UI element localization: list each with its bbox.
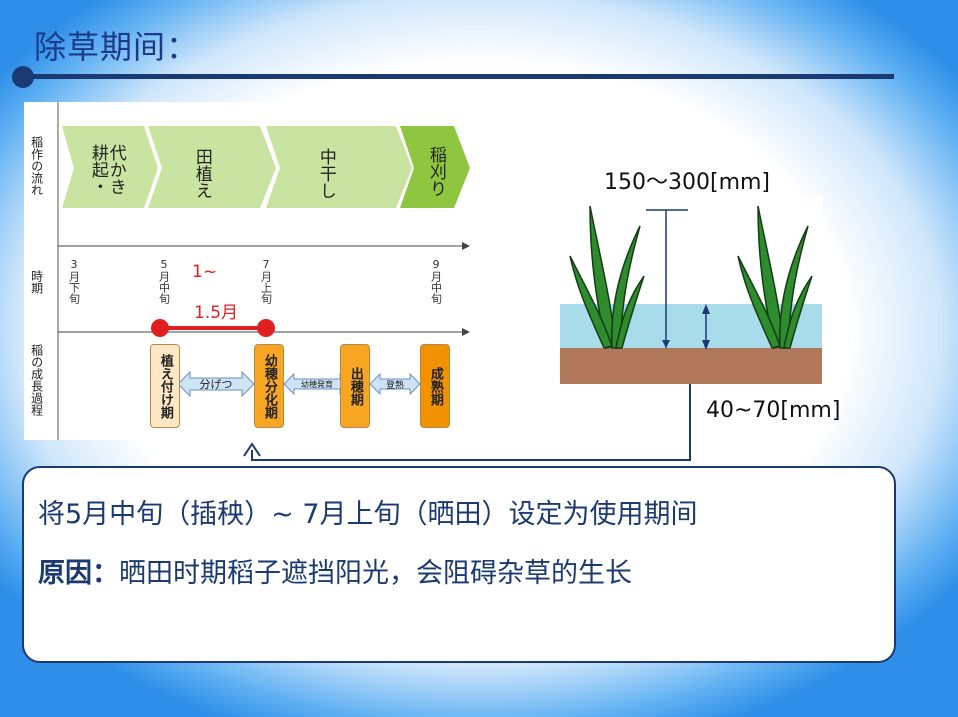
transition-label-1: 分げつ <box>199 378 233 391</box>
row-header-growth: 稲の成長過程 <box>29 344 44 416</box>
connector-arrow <box>243 384 691 461</box>
plant-height-label: 150～300[mm] <box>604 170 771 195</box>
flow-arrow-1 <box>62 126 158 208</box>
reason-label: 原因： <box>38 558 119 589</box>
period-label-bottom: 1.5月 <box>194 303 239 323</box>
growth-axis-arrowhead <box>462 328 470 336</box>
growth-stage-2: 幼穂分化期 <box>254 344 284 428</box>
flow-stage-4: 稲刈り <box>425 146 446 197</box>
flow-stage-1: 代かき耕起・ <box>87 144 126 195</box>
title-bullet-dot <box>12 66 34 88</box>
reason-text: 原因：晒田时期稻子遮挡阳光，会阻碍杂草的生长 <box>38 551 632 590</box>
growth-stage-4: 成熟期 <box>420 344 450 428</box>
flow-arrow-3 <box>266 126 412 208</box>
flow-stage-3: 中干し <box>315 148 336 199</box>
rice-paddy-diagram <box>560 196 822 384</box>
time-label-4: 9月中旬 <box>429 258 443 304</box>
time-axis-arrowhead <box>462 242 470 250</box>
water-depth-label: 40~70[mm] <box>706 398 841 423</box>
period-start-dot <box>151 319 169 337</box>
growth-stage-3: 出穂期 <box>340 344 370 428</box>
water-measure-arrow-down <box>702 340 710 350</box>
row-header-flow: 稲作の流れ <box>29 136 44 196</box>
transition-label-3: 登熟 <box>385 380 404 391</box>
rice-plant-left <box>569 205 645 349</box>
transition-label-2: 幼穂発育 <box>301 379 333 389</box>
slide-title: 除草期间： <box>34 28 200 66</box>
time-label-3: 7月上旬 <box>259 258 273 304</box>
flow-arrow-2 <box>148 126 276 208</box>
time-label-2: 5月中旬 <box>157 258 171 304</box>
rice-cultivation-timeline: 稲作の流れ 時期 稲の成長過程 代かき耕起・ 田植え 中干し 稲刈り 3月下旬 … <box>24 102 476 440</box>
reason-body: 晒田时期稻子遮挡阳光，会阻碍杂草的生长 <box>119 558 632 589</box>
title-underline <box>28 74 894 79</box>
usage-period-text: 将5月中旬（插秧）~ 7月上旬（晒田）设定为使用期间 <box>38 499 698 530</box>
time-label-1: 3月下旬 <box>67 258 81 304</box>
rice-plant-right <box>737 205 813 349</box>
flow-arrow-4 <box>400 126 470 208</box>
height-measure-arrowhead <box>662 340 670 348</box>
flow-stage-2: 田植え <box>191 148 212 199</box>
paddy-soil <box>560 348 822 384</box>
period-end-dot <box>257 319 275 337</box>
water-measure-arrow-up <box>702 304 710 314</box>
summary-callout <box>22 466 896 663</box>
row-header-time: 時期 <box>29 270 44 294</box>
period-label-top: 1~ <box>192 262 218 282</box>
growth-stage-1: 植え付け期 <box>150 344 180 428</box>
